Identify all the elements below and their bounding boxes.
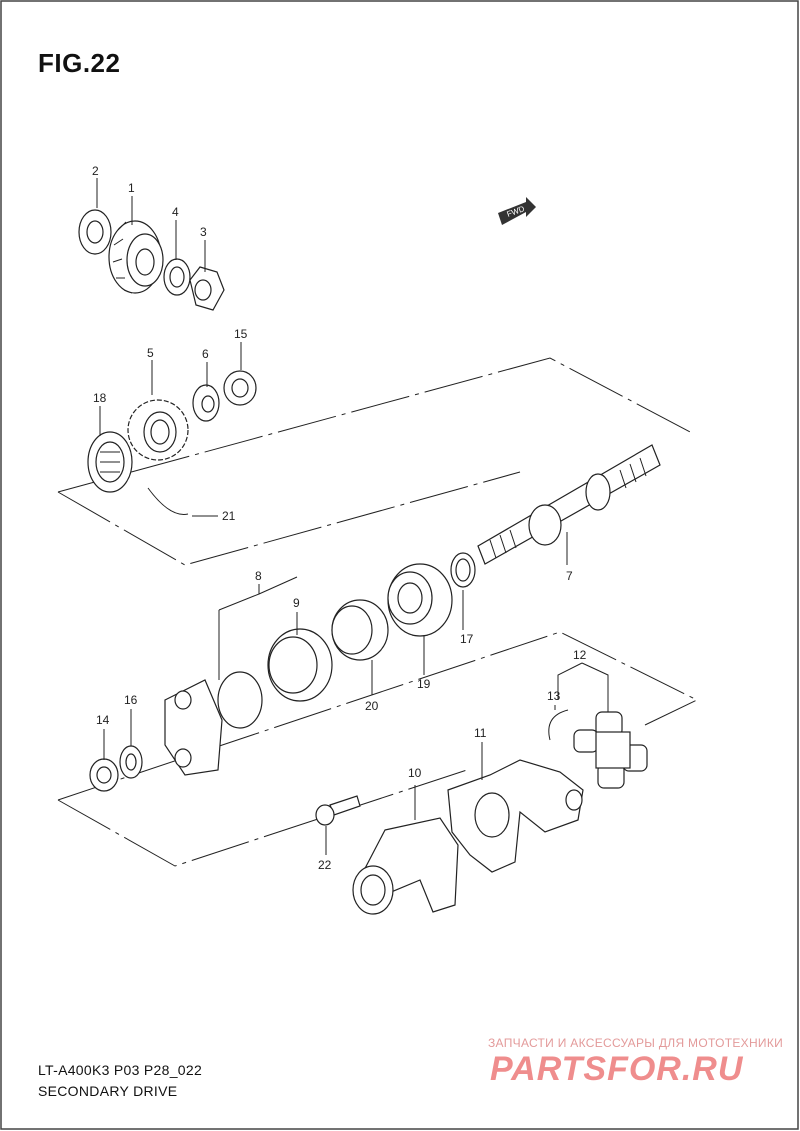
callout-21: 21 [222, 509, 236, 523]
callout-8: 8 [255, 569, 262, 583]
callout-20: 20 [365, 699, 379, 713]
callout-11: 11 [474, 726, 487, 740]
watermark-brand: PARTSFOR.RU [490, 1050, 744, 1088]
section-name: SECONDARY DRIVE [38, 1083, 178, 1099]
part-12-universal-joint [573, 711, 648, 789]
part-7-shaft [477, 444, 661, 565]
callout-15: 15 [234, 327, 248, 341]
callout-17: 17 [460, 632, 474, 646]
watermark-tagline: ЗАПЧАСТИ И АКСЕССУАРЫ ДЛЯ МОТОТЕХНИКИ [488, 1036, 784, 1050]
callout-5: 5 [147, 346, 154, 360]
callout-4: 4 [172, 205, 179, 219]
part-6-washer [192, 384, 220, 422]
callout-2: 2 [92, 164, 99, 178]
part-10-flange [352, 817, 459, 915]
part-11-flange-yoke [447, 759, 584, 873]
callout-16: 16 [124, 693, 138, 707]
part-1-bevel-gear [108, 220, 164, 294]
part-2-washer [78, 209, 112, 255]
callout-18: 18 [93, 391, 107, 405]
figure-title: FIG.22 [38, 48, 121, 78]
callout-12: 12 [573, 648, 587, 662]
part-18-bearing [87, 431, 133, 493]
part-13-circlip [548, 709, 569, 741]
part-16-washer [119, 745, 143, 779]
part-21-circlip [147, 487, 189, 515]
callout-6: 6 [202, 347, 209, 361]
part-20-seal [331, 599, 389, 661]
callout-7: 7 [566, 569, 573, 583]
callout-22: 22 [318, 858, 332, 872]
part-8-yoke [164, 671, 263, 776]
part-5-gear [127, 399, 189, 461]
part-19-bearing [387, 563, 453, 637]
part-9-boot [267, 628, 333, 702]
part-4-washer [163, 258, 191, 296]
callout-9: 9 [293, 596, 300, 610]
group-outline-lower [57, 631, 699, 867]
callout-13: 13 [547, 689, 561, 703]
callout-19: 19 [417, 677, 431, 691]
callout-3: 3 [200, 225, 207, 239]
fwd-arrow-icon: FWD [498, 197, 536, 225]
model-code: LT-A400K3 P03 P28_022 [38, 1062, 203, 1078]
callout-1: 1 [128, 181, 135, 195]
part-14-nut [89, 758, 119, 792]
callout-10: 10 [408, 766, 422, 780]
part-22-bolt [315, 795, 361, 826]
part-17-oring [450, 552, 476, 588]
group-outline-upper [57, 357, 695, 566]
part-15-nut [223, 370, 257, 406]
callout-labels: 1 2 3 4 5 6 7 8 9 10 11 12 13 14 15 16 1… [92, 164, 587, 872]
callout-14: 14 [96, 713, 110, 727]
part-3-nut [189, 266, 225, 311]
leader-lines [96, 178, 609, 855]
